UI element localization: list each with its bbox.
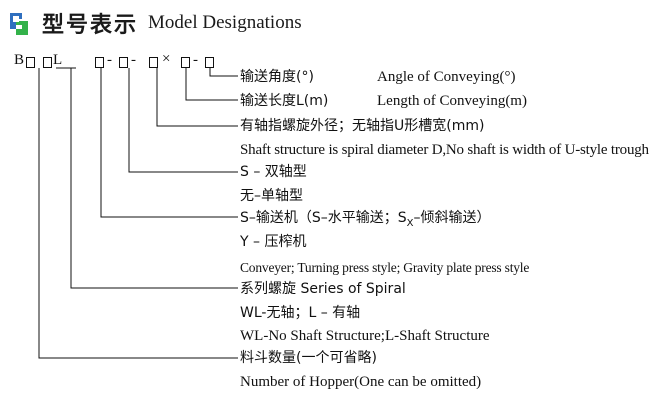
code-box-machine [119,55,128,73]
series-of-spiral: 系列螺旋 Series of Spiral [240,281,406,297]
hopper-en: Number of Hopper(One can be omitted) [240,374,482,390]
page-title-cn: 型号表示 [42,13,139,38]
code-dash-2: - [131,52,136,68]
diameter-cn: 有轴指螺旋外径；无轴指U形槽宽(mm) [240,118,485,134]
page-title-en: Model Designations [148,12,302,33]
line-angle [209,68,238,77]
code-box-length [181,55,190,73]
line-length [185,68,238,101]
length-cn: 输送长度L(m) [240,93,329,109]
code-dash-3: - [193,52,198,68]
code-dash-1: - [107,52,112,68]
shaft-en: WL-No Shaft Structure;L-Shaft Structure [240,328,490,344]
single-shaft: 无–单轴型 [240,188,303,204]
line-series [70,68,238,289]
code-box-series [43,55,52,73]
double-shaft: S – 双轴型 [240,164,307,180]
chain-link-logo-icon [10,13,28,35]
code-box-angle [205,55,214,73]
code-times: × [162,51,171,67]
angle-cn: 输送角度(°) [240,69,314,85]
shaft-cn: WL-无轴；L – 有轴 [240,305,361,321]
conveyor-en: Conveyer; Turning press style; Gravity p… [240,260,530,275]
hopper-cn: 料斗数量(一个可省略) [240,350,377,366]
line-diameter [156,68,238,127]
line-hopper [38,68,238,359]
line-conveyor [100,68,238,218]
conveyor-cn: S–输送机（S–水平输送；SX–倾斜输送） [240,210,491,229]
code-box-diameter [149,55,158,73]
code-box-type [95,55,104,73]
code-l: L [53,52,63,68]
header: 型号表示 Model Designations [6,6,302,40]
line-double [128,68,238,173]
length-en: Length of Conveying(m) [377,93,527,109]
code-b: B [14,52,25,68]
press-machine: Y – 压榨机 [240,234,307,250]
angle-en: Angle of Conveying(°) [377,69,516,85]
diameter-en: Shaft structure is spiral diameter D,No … [240,142,649,158]
code-box-hopper [26,55,35,73]
